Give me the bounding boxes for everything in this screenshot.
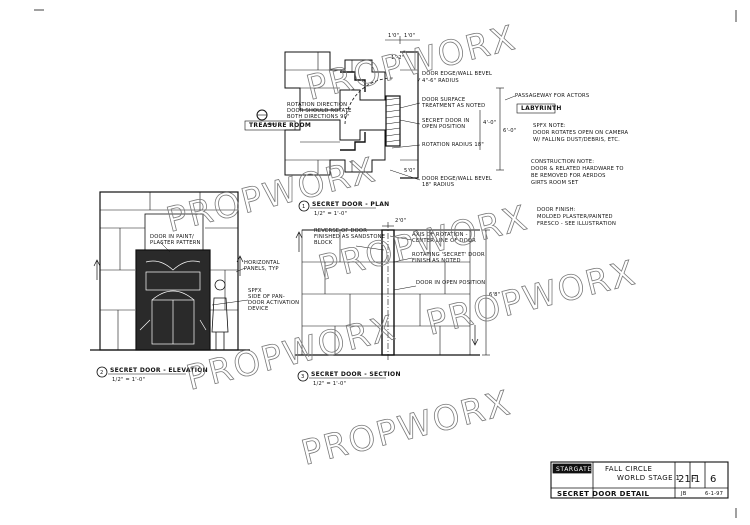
finish-note: MOLDED PLASTER/PAINTED: [537, 214, 613, 220]
watermark: PROPWORX: [423, 253, 641, 344]
watermark: PROPWORX: [303, 18, 521, 109]
section-caption-title: SECRET DOOR - SECTION: [311, 371, 401, 378]
title-block: [550, 461, 729, 499]
plan-note: DOOR EDGE/WALL BEVEL: [422, 176, 492, 182]
construction-note: CONSTRUCTION NOTE:: [531, 159, 594, 165]
plan-note: ROTATION DIRECTION: [287, 102, 347, 108]
section-caption-num: 3: [301, 374, 305, 380]
finish-note: FRESCO - SEE ILLUSTRATION: [537, 221, 616, 227]
section-dim: 6'8": [489, 292, 500, 298]
section-note: BLOCK: [314, 240, 333, 246]
plan-text: TREASURE ROOM LABYRINTH DOOR EDGE/WALL B…: [244, 33, 589, 217]
plan-note: DOOR EDGE/WALL BEVEL: [422, 71, 492, 77]
label-labyrinth: LABYRINTH: [521, 105, 562, 112]
section-note: AXIS OF ROTATION -: [412, 232, 468, 238]
title-block-project: FALL CIRCLE: [605, 465, 652, 473]
plan-note: 4"-6" RADIUS: [422, 78, 459, 84]
elevation-note: PLASTER PATTERN: [150, 240, 201, 246]
plan-note: PASSAGEWAY FOR ACTORS: [515, 93, 589, 99]
title-block-date: 6-1-97: [705, 491, 723, 497]
title-block-sheet-num: 1: [694, 474, 700, 485]
spfx-note: W/ FALLING DUST/DEBRIS, ETC.: [533, 137, 620, 143]
watermark: PROPWORX: [298, 383, 516, 474]
plan-dim: 5'0": [404, 168, 415, 174]
section-note: FINISHED AS SANDSTONE: [314, 234, 385, 240]
elevation-caption-scale: 1/2" = 1'-0": [112, 377, 145, 383]
spfx-note: DOOR ROTATES OPEN ON CAMERA: [533, 130, 629, 136]
plan-dim: 1'0": [388, 33, 399, 39]
plan-dim: 6'-0": [503, 128, 516, 134]
elevation-note: SIDE OF PAN-: [248, 294, 285, 300]
plan-caption-title: SECRET DOOR - PLAN: [312, 201, 389, 208]
elevation-caption-num: 2: [100, 370, 104, 376]
title-block-logo: STARGATE: [556, 466, 592, 473]
plan-caption-scale: 1/2" = 1'-0": [314, 211, 347, 217]
construction-note: BE REMOVED FOR AERDOS: [531, 173, 606, 179]
side-notes: SPFX NOTE: DOOR ROTATES OPEN ON CAMERA W…: [531, 123, 629, 227]
spfx-note: SPFX NOTE:: [533, 123, 566, 129]
section-text: REVERSE OF DOOR FINISHED AS SANDSTONE BL…: [297, 218, 500, 387]
label-treasure-room: TREASURE ROOM: [249, 122, 311, 129]
plan-dim: 1'0": [404, 33, 415, 39]
elevation-note: PANELS, TYP: [244, 266, 279, 272]
plan-dim: 4'-0": [483, 120, 496, 126]
elevation-note: HORIZONTAL: [244, 260, 280, 266]
elevation-caption-title: SECRET DOOR - ELEVATION: [110, 367, 208, 374]
section-note: CENTER LINE OF DOOR: [412, 238, 476, 244]
watermarks: PROPWORX PROPWORX PROPWORX PROPWORX PROP…: [162, 18, 641, 475]
plan-note: OPEN POSITION: [422, 124, 465, 130]
section-caption-scale: 1/2" = 1'-0": [313, 381, 346, 387]
plan-note: BOTH DIRECTIONS 90": [287, 114, 350, 120]
plan-note: ROTATION RADIUS 18": [422, 142, 484, 148]
watermark: PROPWORX: [315, 198, 533, 289]
construction-note: GIRTS ROOM SET: [531, 180, 579, 186]
construction-note: DOOR & RELATED HARDWARE TO: [531, 166, 624, 172]
title-block-sheet-total: 6: [710, 474, 716, 485]
secret-door-elevation: [90, 191, 250, 351]
elevation-note: DOOR IN PAINT/: [150, 234, 194, 240]
section-dim: 2'0": [395, 218, 406, 224]
section-note: FINISH AS NOTED: [412, 258, 461, 264]
title-block-drawing-title: SECRET DOOR DETAIL: [557, 490, 650, 498]
finish-note: DOOR FINISH:: [537, 207, 576, 213]
title-block-sheet-code: 21F: [678, 474, 697, 485]
elevation-note: DOOR ACTIVATION: [248, 300, 299, 306]
plan-caption-num: 1: [302, 204, 306, 210]
plan-note: 18" RADIUS: [422, 182, 454, 188]
title-block-text: STARGATE FALL CIRCLE WORLD STAGE 1 SECRE…: [556, 465, 723, 498]
section-note: REVERSE OF DOOR: [314, 228, 367, 234]
plan-note: DOOR SURFACE: [422, 97, 465, 103]
secret-door-section: [295, 222, 490, 362]
plan-note: TREATMENT AS NOTED: [421, 103, 485, 109]
section-note: ROTATING 'SECRET' DOOR: [412, 252, 485, 258]
plan-dim: 1'-2": [391, 55, 404, 61]
title-block-drawn-by: JB: [680, 491, 687, 497]
plan-note: SECRET DOOR IN: [422, 118, 470, 124]
crop-marks: [34, 9, 737, 518]
section-note: DOOR IN OPEN POSITION: [416, 280, 485, 286]
watermark: PROPWORX: [183, 308, 401, 399]
elevation-note: SPFX: [248, 288, 262, 294]
plan-note: DOOR SHOULD ROTATE: [287, 108, 352, 114]
secret-door-plan: [256, 36, 516, 181]
elevation-note: DEVICE: [248, 306, 268, 312]
elevation-text: DOOR IN PAINT/ PLASTER PATTERN HORIZONTA…: [96, 234, 299, 383]
title-block-project-stage: WORLD STAGE 1: [617, 474, 680, 482]
